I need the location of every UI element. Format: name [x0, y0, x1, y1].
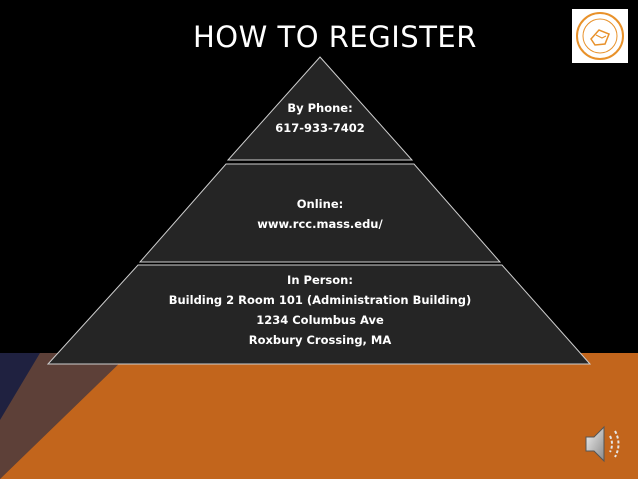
tier-online-heading: Online: — [296, 197, 344, 211]
tier-phone-number: 617-933-7402 — [275, 121, 365, 135]
background-orange-shade — [0, 353, 130, 479]
pyramid-tier-inperson-text: In Person: Building 2 Room 101 (Administ… — [150, 270, 490, 350]
tier-inperson-heading: In Person: — [287, 273, 353, 287]
tier-online-url[interactable]: www.rcc.mass.edu/ — [257, 217, 383, 231]
pyramid-tier-bottom — [46, 264, 592, 365]
pyramid-tier-phone-text: By Phone: 617-933-7402 — [220, 98, 420, 138]
tier-phone-heading: By Phone: — [287, 101, 353, 115]
background-orange-band — [0, 353, 638, 479]
pyramid-tier-online-text: Online: www.rcc.mass.edu/ — [220, 194, 420, 234]
tier-inperson-street: 1234 Columbus Ave — [256, 313, 384, 327]
speaker-icon[interactable] — [582, 421, 628, 467]
college-logo — [572, 9, 628, 63]
pyramid-tier-middle — [138, 163, 502, 263]
tier-inperson-building: Building 2 Room 101 (Administration Buil… — [168, 293, 472, 307]
pyramid-tier-top — [226, 56, 414, 161]
college-seal-icon — [576, 12, 624, 60]
tier-inperson-city: Roxbury Crossing, MA — [248, 333, 392, 347]
slide-title: HOW TO REGISTER — [193, 20, 477, 54]
